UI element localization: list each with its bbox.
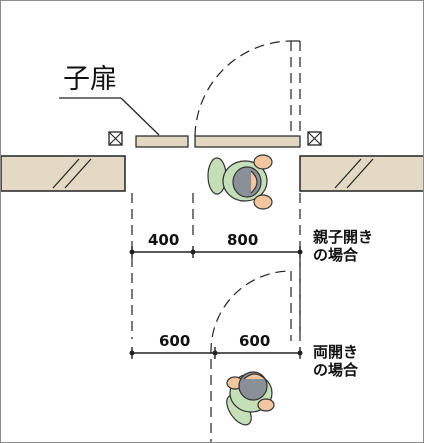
child-door-label: 子扉 bbox=[63, 64, 117, 95]
wall-left bbox=[1, 155, 126, 192]
parent-door-leaf bbox=[194, 135, 301, 148]
person-illustration-top bbox=[207, 154, 273, 210]
dimension-value: 400 bbox=[148, 231, 180, 249]
frame-post-left bbox=[108, 131, 123, 146]
frame-post-right bbox=[307, 131, 322, 146]
dimension-value: 800 bbox=[227, 231, 259, 249]
case-caption-line: の場合 bbox=[313, 361, 359, 379]
person-illustration-bottom bbox=[226, 371, 275, 426]
case-caption-line: の場合 bbox=[313, 246, 359, 264]
double-door-swing bbox=[210, 263, 301, 354]
case-caption-line: 親子開き bbox=[313, 228, 374, 246]
wall-right bbox=[299, 155, 423, 192]
child-door-leaf bbox=[135, 135, 189, 148]
case-caption-line: 両開き bbox=[313, 343, 359, 361]
parent-door-swing bbox=[194, 40, 301, 137]
dimension-value: 600 bbox=[159, 332, 191, 350]
dimension-value: 600 bbox=[239, 332, 271, 350]
